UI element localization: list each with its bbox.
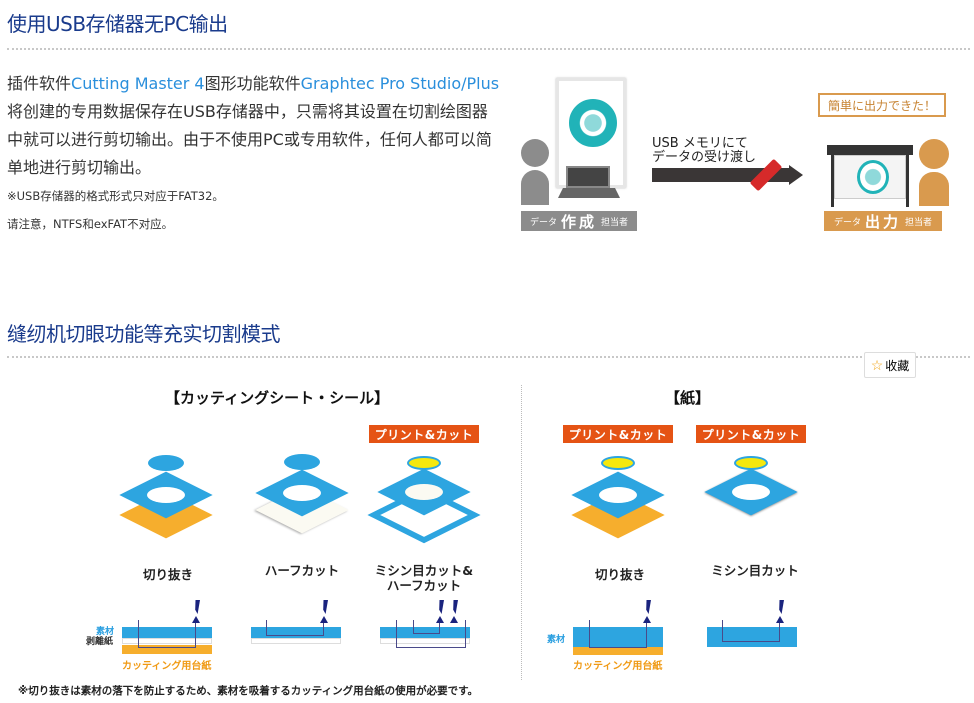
link-cutting-master[interactable]: Cutting Master 4 bbox=[71, 74, 205, 93]
label-cutting-base: カッティング用台紙 bbox=[122, 661, 212, 672]
footnote: ※切り抜きは素材の落下を防止するため、素材を吸着するカッティング用台紙の使用が必… bbox=[18, 685, 479, 697]
link-graphtec-pro-studio[interactable]: Graphtec Pro Studio/Plus bbox=[300, 74, 500, 93]
print-cut-badge: プリント&カット bbox=[563, 425, 673, 443]
laptop-base bbox=[558, 188, 620, 198]
caption-kiri-nuki: 切り抜き bbox=[142, 567, 193, 582]
caption-paper-kiri-nuki: 切り抜き bbox=[594, 567, 645, 582]
print-cut-badge: プリント&カット bbox=[696, 425, 806, 443]
creator-tag: データ 作成 担当者 bbox=[521, 211, 637, 231]
poster-design-icon bbox=[556, 78, 626, 188]
tag-small: 担当者 bbox=[905, 217, 933, 228]
label-material: 素材 bbox=[547, 635, 566, 645]
divider bbox=[7, 356, 970, 358]
cutting-plotter-icon bbox=[827, 145, 913, 207]
tag-small: データ bbox=[833, 217, 861, 228]
caption-half-cut: ハーフカット bbox=[264, 563, 340, 578]
print-cut-badge: プリント&カット bbox=[369, 425, 479, 443]
tag-small: データ bbox=[529, 217, 557, 228]
group-title-cutting-sheet: 【カッティングシート・シール】 bbox=[165, 389, 390, 407]
divider bbox=[7, 48, 970, 50]
ntfs-note: 请注意，NTFS和exFAT不对应。 bbox=[7, 217, 174, 231]
section-title-cutting-modes: 缝纫机切眼功能等充实切割模式 bbox=[7, 322, 281, 346]
arrow-caption-line2: データの受け渡し bbox=[652, 150, 757, 165]
label-material: 素材 bbox=[96, 627, 115, 637]
group-title-paper: 【紙】 bbox=[665, 389, 711, 407]
text: 将创建的专用数据保存在USB存储器中，只需将其设置在切割绘图器中就可以进行剪切输… bbox=[7, 102, 492, 177]
favorite-label: 收藏 bbox=[885, 358, 910, 373]
output-tag: データ 出力 担当者 bbox=[824, 211, 942, 231]
caption-paper-perforation: ミシン目カット bbox=[711, 563, 799, 578]
caption-line2: ハーフカット bbox=[386, 578, 462, 593]
label-release-paper: 剥離紙 bbox=[86, 637, 114, 647]
usb-description: 插件软件Cutting Master 4图形功能软件Graphtec Pro S… bbox=[7, 70, 502, 182]
favorite-button[interactable]: ☆ 收藏 bbox=[864, 352, 916, 378]
caption-line1: ミシン目カット& bbox=[374, 563, 474, 578]
laptop-icon bbox=[566, 166, 610, 188]
tag-big: 出力 bbox=[864, 212, 901, 231]
section-title-usb: 使用USB存储器无PC输出 bbox=[7, 12, 228, 36]
arrow-caption-line1: USB メモリにて bbox=[652, 136, 748, 151]
tag-big: 作成 bbox=[560, 212, 597, 231]
speech-bubble: 簡単に出力できた！ bbox=[818, 93, 946, 117]
arrow-caption: USB メモリにて データの受け渡し bbox=[652, 137, 756, 165]
text: 插件软件 bbox=[7, 74, 72, 93]
arrow-head-icon bbox=[789, 165, 803, 185]
caption-perforation-half-cut: ミシン目カット& ハーフカット bbox=[364, 563, 484, 593]
text: 图形功能软件 bbox=[204, 74, 301, 93]
star-icon: ☆ bbox=[870, 356, 884, 373]
fat32-note: ※USB存储器的格式形式只对应于FAT32。 bbox=[7, 189, 224, 203]
label-cutting-base: カッティング用台紙 bbox=[573, 661, 663, 672]
tag-small: 担当者 bbox=[601, 217, 629, 228]
group-divider bbox=[521, 385, 522, 680]
